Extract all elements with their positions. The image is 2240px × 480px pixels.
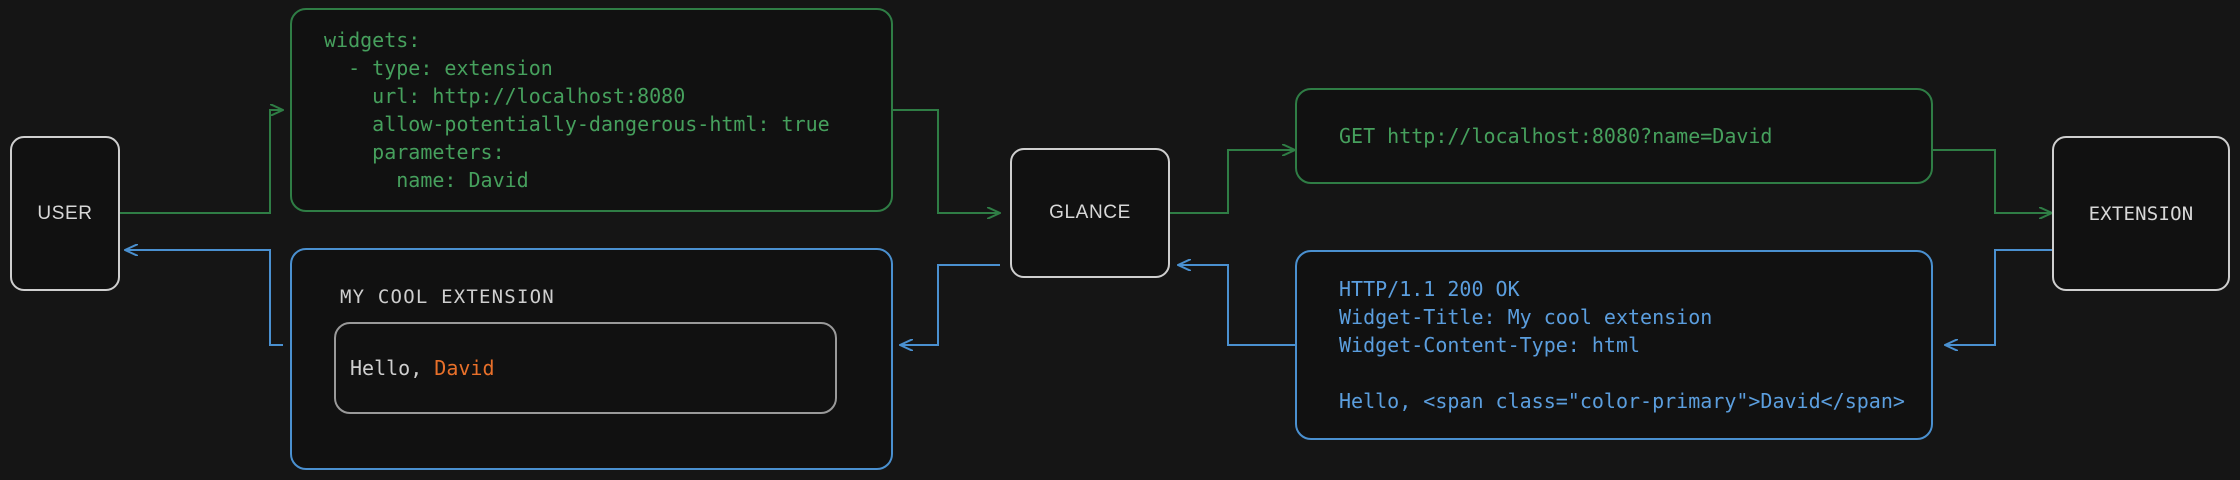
node-glance[interactable]: GLANCE [1010,148,1170,278]
config-yaml-text: widgets: - type: extension url: http://l… [324,28,830,192]
edge-request-to-extension [1933,149,2052,213]
rendered-widget-greeting-prefix: Hello, [350,356,435,380]
rendered-widget-greeting-name: David [434,356,495,380]
message-http-response[interactable]: HTTP/1.1 200 OK Widget-Title: My cool ex… [1295,250,1933,440]
message-rendered-widget[interactable]: MY COOL EXTENSION Hello, David [290,248,893,470]
edge-config-to-glance [893,109,1000,213]
node-user[interactable]: USER [10,136,120,291]
edge-glance-to-widget [900,264,1000,345]
node-glance-label: GLANCE [1049,202,1131,223]
http-response-text: HTTP/1.1 200 OK Widget-Title: My cool ex… [1339,277,1905,413]
message-http-request[interactable]: GET http://localhost:8080?name=David [1295,88,1933,184]
edge-glance-to-request [1170,150,1295,214]
edge-response-to-glance [1178,265,1295,346]
edge-widget-to-user [125,250,283,346]
edge-user-to-config [120,110,283,214]
http-request-text: GET http://localhost:8080?name=David [1339,124,1773,148]
node-extension[interactable]: EXTENSION [2052,136,2230,291]
rendered-widget-greeting: Hello, David [350,356,495,380]
rendered-widget-title: MY COOL EXTENSION [340,286,555,308]
edge-extension-to-response [1945,249,2052,345]
message-config-yaml[interactable]: widgets: - type: extension url: http://l… [290,8,893,212]
node-extension-label: EXTENSION [2088,202,2194,225]
rendered-widget-panel: Hello, David [334,322,837,414]
node-user-label: USER [37,202,93,224]
